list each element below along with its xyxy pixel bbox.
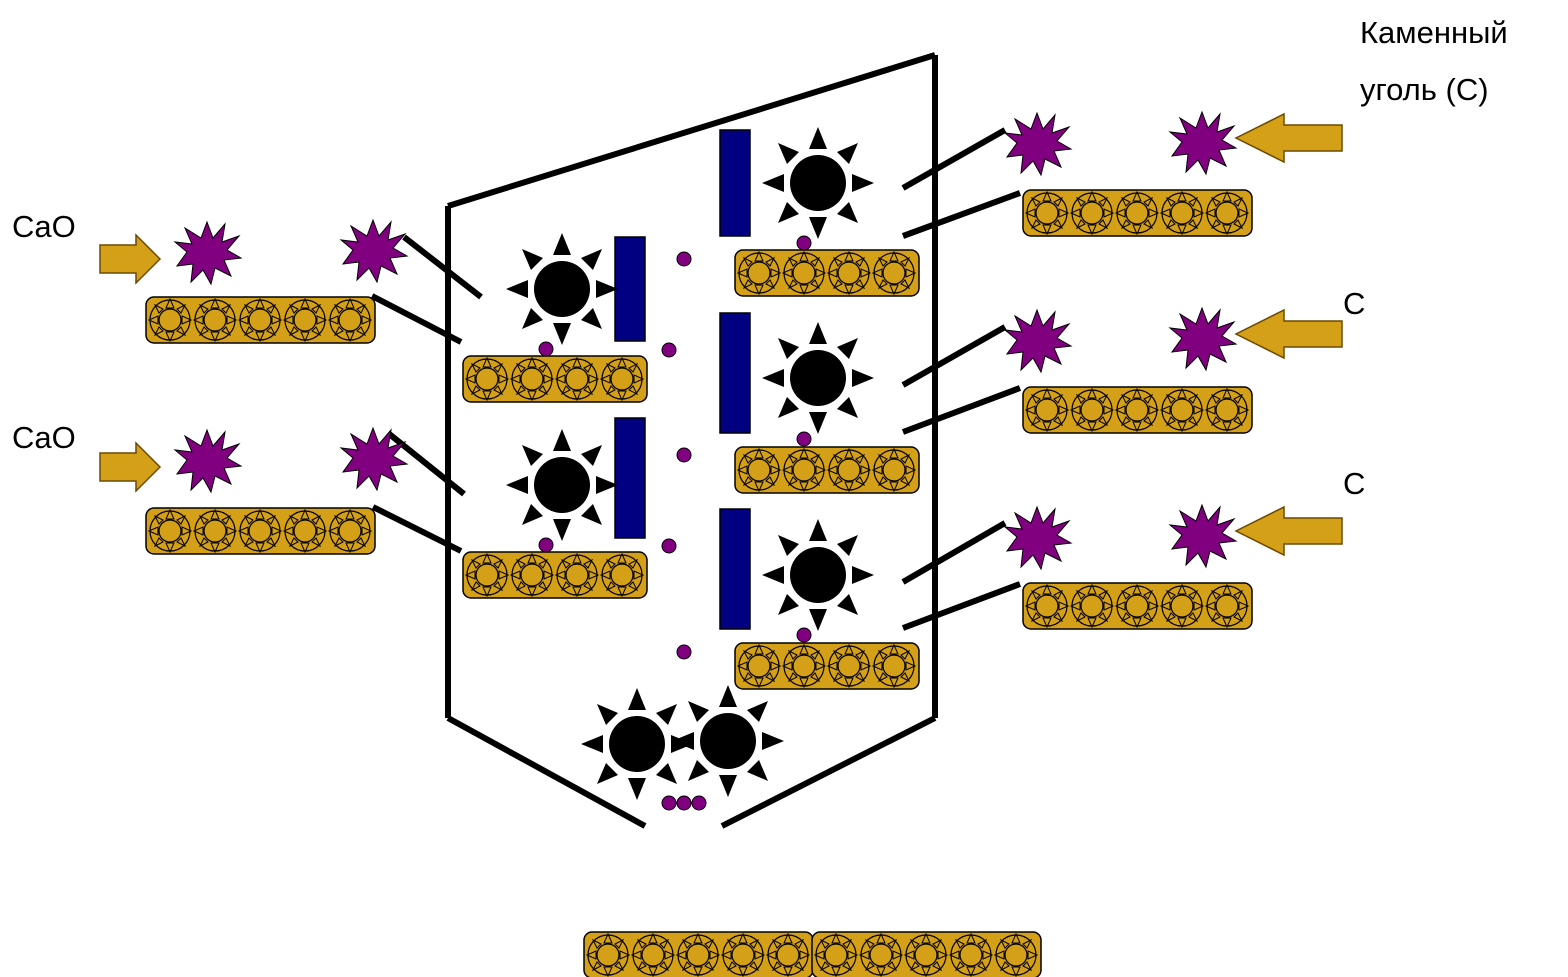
- bead-belt: [811, 931, 1042, 977]
- label-cao-bottom: CaO: [12, 420, 76, 455]
- dots: [538, 235, 812, 811]
- dot: [676, 644, 692, 660]
- dot: [796, 431, 812, 447]
- electrode: [614, 417, 646, 539]
- label-coal-line2: уголь (С): [1360, 72, 1489, 107]
- bead-belt: [734, 642, 920, 690]
- bead-belt: [1022, 386, 1253, 434]
- bead-belt: [462, 355, 648, 403]
- purple-burst-icon: [1004, 112, 1072, 176]
- label-c-middle: С: [1343, 286, 1365, 321]
- dot: [676, 795, 692, 811]
- purple-burst-icon: [340, 219, 408, 283]
- black-sun-icon: [506, 233, 618, 345]
- label-c-bottom: С: [1343, 466, 1365, 501]
- black-sun-icon: [581, 688, 693, 800]
- dot: [661, 538, 677, 554]
- black-sun-icon: [762, 322, 874, 434]
- dot: [691, 795, 707, 811]
- feed-arrow-icon: [99, 234, 161, 284]
- bead-belt: [734, 446, 920, 494]
- electrode: [719, 129, 751, 237]
- black-sun-icon: [762, 127, 874, 239]
- feed-arrow-icon: [1235, 309, 1343, 359]
- bead-belt: [145, 507, 376, 555]
- purple-burst-icon: [174, 429, 242, 493]
- feed-arrow-icon: [1235, 506, 1343, 556]
- black-sun-icon: [672, 685, 784, 797]
- electrode: [719, 312, 751, 434]
- dot: [661, 795, 677, 811]
- bead-belt: [145, 296, 376, 344]
- dot: [676, 251, 692, 267]
- belts-layer: [145, 189, 1253, 977]
- bead-belt: [583, 931, 814, 977]
- purple-burst-icon: [1004, 506, 1072, 570]
- feed-arrow-icon: [99, 442, 161, 492]
- dot: [538, 341, 554, 357]
- label-coal-line1: Каменный: [1360, 15, 1508, 50]
- purple-burst-icon: [1169, 307, 1237, 371]
- dot: [661, 342, 677, 358]
- bead-belt: [1022, 189, 1253, 237]
- purple-burst-icon: [1169, 111, 1237, 175]
- electrode: [614, 236, 646, 342]
- purple-burst-icon: [1004, 309, 1072, 373]
- furnace-outline: [370, 52, 1022, 829]
- electrodes: [614, 129, 751, 630]
- purple-burst-icon: [1169, 504, 1237, 568]
- dot: [676, 447, 692, 463]
- black-sun-icon: [762, 519, 874, 631]
- feed-arrow-icon: [1235, 113, 1343, 163]
- black-sun-icon: [506, 429, 618, 541]
- dot: [796, 627, 812, 643]
- purple-burst-icon: [174, 221, 242, 285]
- dot: [538, 537, 554, 553]
- bead-belt: [1022, 582, 1253, 630]
- bead-belt: [462, 551, 648, 599]
- label-cao-top: CaO: [12, 209, 76, 244]
- dot: [796, 235, 812, 251]
- bead-belt: [734, 249, 920, 297]
- electrode: [719, 508, 751, 630]
